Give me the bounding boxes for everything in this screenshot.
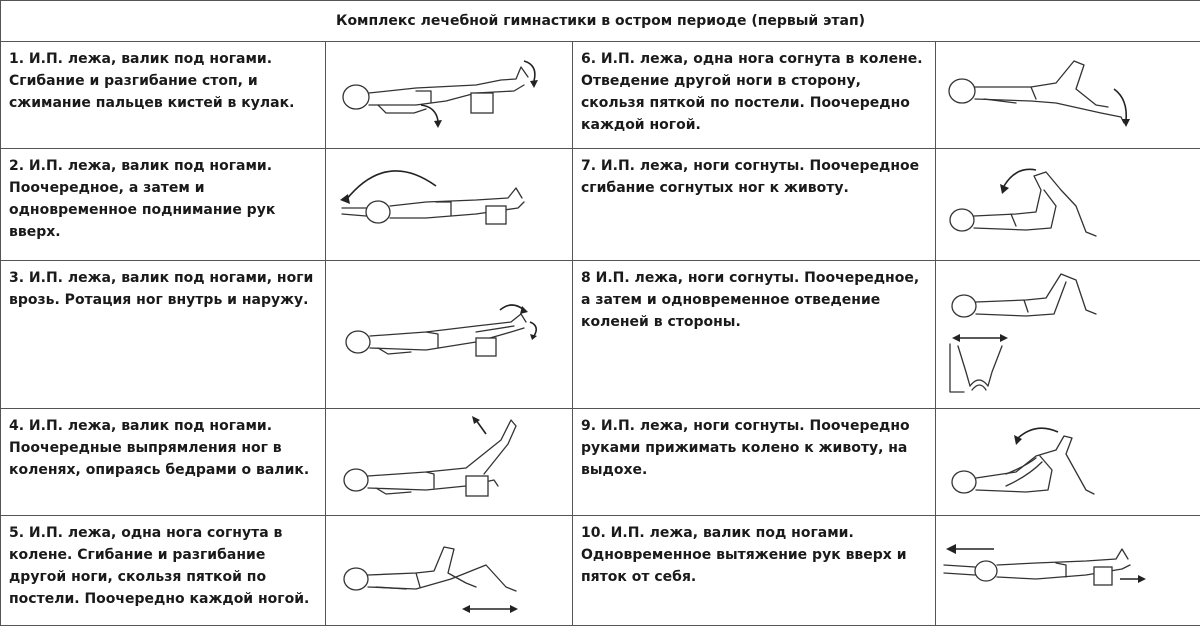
table-row: 3. И.П. лежа, валик под ногами, ноги вро… xyxy=(0,260,1200,409)
table-title: Комплекс лечебной гимнастики в остром пе… xyxy=(0,0,1200,42)
exercise-3-text: 3. И.П. лежа, валик под ногами, ноги вро… xyxy=(0,260,326,409)
table-row: 4. И.П. лежа, валик под ногами. Поочеред… xyxy=(0,408,1200,516)
table-row: 5. И.П. лежа, одна нога согнута в колене… xyxy=(0,515,1200,626)
exercise-1-illustration xyxy=(325,41,573,149)
table-row: 1. И.П. лежа, валик под ногами. Сгибание… xyxy=(0,41,1200,149)
exercise-1-text: 1. И.П. лежа, валик под ногами. Сгибание… xyxy=(0,41,326,149)
exercise-5-illustration xyxy=(325,515,573,626)
exercise-6-text: 6. И.П. лежа, одна нога согнута в колене… xyxy=(572,41,936,149)
exercise-9-text: 9. И.П. лежа, ноги согнуты. Поочередно р… xyxy=(572,408,936,516)
exercise-3-illustration xyxy=(325,260,573,409)
exercise-4-illustration xyxy=(325,408,573,516)
exercise-7-illustration xyxy=(934,148,1200,261)
exercise-10-illustration xyxy=(934,515,1200,626)
table-row: 2. И.П. лежа, валик под ногами. Поочеред… xyxy=(0,148,1200,261)
exercise-8-illustration xyxy=(934,260,1200,409)
exercise-9-illustration xyxy=(934,408,1200,516)
exercise-8-text: 8 И.П. лежа, ноги согнуты. Поочередное, … xyxy=(572,260,936,409)
exercise-2-illustration xyxy=(325,148,573,261)
exercise-2-text: 2. И.П. лежа, валик под ногами. Поочеред… xyxy=(0,148,326,261)
exercise-5-text: 5. И.П. лежа, одна нога согнута в колене… xyxy=(0,515,326,626)
exercise-10-text: 10. И.П. лежа, валик под ногами. Одновре… xyxy=(572,515,936,626)
exercise-4-text: 4. И.П. лежа, валик под ногами. Поочеред… xyxy=(0,408,326,516)
exercise-7-text: 7. И.П. лежа, ноги согнуты. Поочередное … xyxy=(572,148,936,261)
exercise-6-illustration xyxy=(934,41,1200,149)
